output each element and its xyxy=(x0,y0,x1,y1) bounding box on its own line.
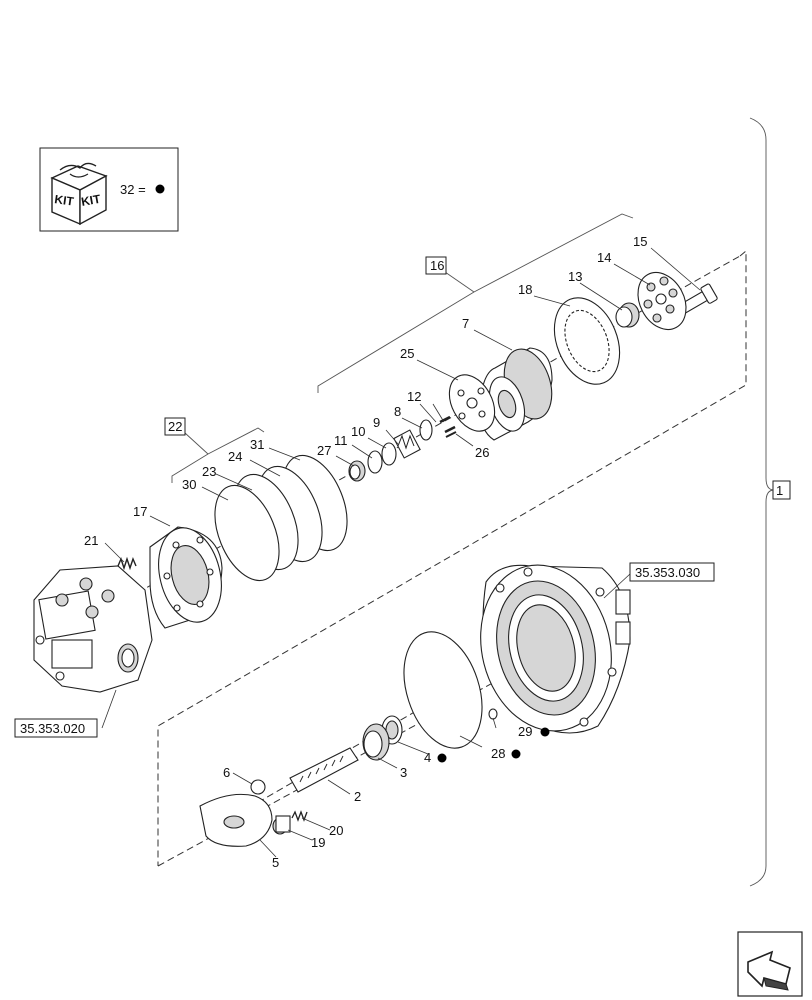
kit-dot-icon xyxy=(540,727,550,737)
callout-31: 31 xyxy=(250,437,264,452)
callout-20: 20 xyxy=(329,823,343,838)
assembly-ref-label: 1 xyxy=(776,483,783,498)
part-17-end-cover xyxy=(149,526,223,629)
part-10-ring xyxy=(381,442,397,466)
part-19-piston xyxy=(272,815,291,835)
ref-35-353-020-link[interactable]: 35.353.020 xyxy=(14,718,98,738)
callout-26: 26 xyxy=(475,445,489,460)
callout-9: 9 xyxy=(373,415,380,430)
kit-legend: KIT KIT 32 = xyxy=(39,147,179,232)
part-26-pins xyxy=(445,431,457,438)
callout-13: 13 xyxy=(568,269,582,284)
kit-dot-icon xyxy=(511,749,521,759)
ref-35-353-030-link[interactable]: 35.353.030 xyxy=(629,562,715,582)
leader-lines xyxy=(101,247,701,858)
callout-10: 10 xyxy=(351,424,365,439)
callout-24: 24 xyxy=(228,449,242,464)
part-18-disc xyxy=(553,297,621,385)
part-11-ring xyxy=(367,450,383,474)
callout-8: 8 xyxy=(394,404,401,419)
callout-21: 21 xyxy=(84,533,98,548)
callout-15: 15 xyxy=(633,234,647,249)
part-28-o-ring xyxy=(403,631,483,749)
ref-35-353-030-box[interactable] xyxy=(629,562,715,582)
ref-35-353-020-box[interactable] xyxy=(14,718,98,738)
callout-18: 18 xyxy=(518,282,532,297)
group-22-ref-box xyxy=(164,417,186,436)
ref-35-353-030-label[interactable]: 35.353.030 xyxy=(635,565,700,580)
kit-dot-icon xyxy=(155,184,165,194)
motor-housing xyxy=(480,564,631,734)
kit-badge-left: KIT xyxy=(54,192,76,209)
callout-3: 3 xyxy=(400,765,407,780)
kit-badge-right: KIT xyxy=(80,192,102,209)
kit-box-icon: KIT KIT xyxy=(50,162,108,226)
kit-dot-icon xyxy=(437,753,447,763)
group-22-label: 22 xyxy=(168,419,182,434)
part-3-bearing xyxy=(362,723,390,761)
valve-housing xyxy=(33,565,153,693)
part-21-spring xyxy=(117,556,137,571)
part-29-o-ring xyxy=(488,708,498,720)
callout-2: 2 xyxy=(354,789,361,804)
callout-12: 12 xyxy=(407,389,421,404)
callout-29: 29 xyxy=(518,724,532,739)
callout-28: 28 xyxy=(491,746,505,761)
part-25-swash-plate xyxy=(448,374,496,432)
callouts: 15 14 13 18 7 25 12 26 8 9 10 11 27 31 2… xyxy=(84,234,647,870)
assembly-ref-box xyxy=(772,480,791,500)
kit-legend-text: 32 = xyxy=(120,182,146,197)
part-2-drive-shaft xyxy=(289,747,359,793)
part-13-bearing xyxy=(615,302,640,328)
callout-5: 5 xyxy=(272,855,279,870)
part-6-ball xyxy=(250,779,266,795)
part-14-valve-plate xyxy=(637,272,687,330)
callout-14: 14 xyxy=(597,250,611,265)
callout-23: 23 xyxy=(202,464,216,479)
ref-35-353-020-label[interactable]: 35.353.020 xyxy=(20,721,85,736)
part-9-spring xyxy=(393,429,421,459)
group-16-ref-box xyxy=(425,256,447,275)
part-8-ring xyxy=(419,419,433,441)
next-page-arrow-icon[interactable] xyxy=(737,931,803,997)
part-12-pins xyxy=(439,415,456,434)
callout-30: 30 xyxy=(182,477,196,492)
callout-27: 27 xyxy=(317,443,331,458)
part-27-bearing xyxy=(348,460,366,482)
callout-25: 25 xyxy=(400,346,414,361)
callout-6: 6 xyxy=(223,765,230,780)
part-30-o-ring xyxy=(214,484,280,582)
part-7-cylinder-block xyxy=(479,347,553,441)
part-5-cover xyxy=(199,793,273,847)
callout-7: 7 xyxy=(462,316,469,331)
callout-19: 19 xyxy=(311,835,325,850)
assembly-bracket xyxy=(749,117,775,887)
callout-11: 11 xyxy=(334,433,348,448)
group-16-label: 16 xyxy=(430,258,444,273)
callout-17: 17 xyxy=(133,504,147,519)
callout-4: 4 xyxy=(424,750,431,765)
